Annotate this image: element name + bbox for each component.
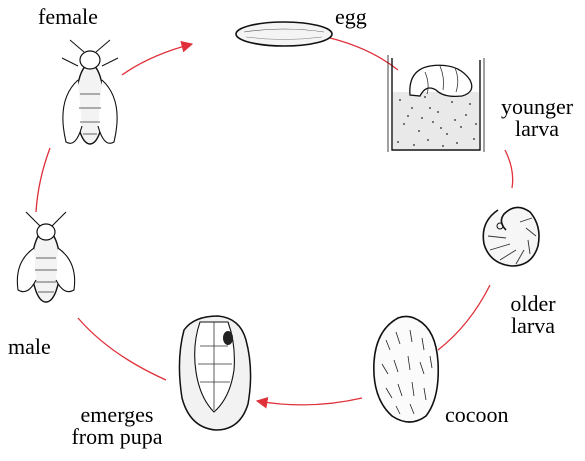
label-male: male: [8, 336, 51, 358]
cocoon-illustration: [374, 316, 438, 422]
female-illustration: [62, 40, 118, 144]
male-illustration: [17, 212, 74, 302]
cycle-arc-male-to-female: [36, 148, 50, 212]
label-emerges-from-pupa: emergesfrom pupa: [52, 404, 182, 448]
label-older-larva: olderlarva: [488, 293, 578, 337]
label-egg: egg: [335, 6, 367, 28]
egg-illustration: [236, 22, 332, 46]
younger-larva-illustration: [388, 55, 484, 152]
cycle-arc-cocoon-to-emerges: [257, 398, 362, 405]
pupa-illustration: [179, 316, 250, 430]
label-cocoon: cocoon: [445, 404, 509, 426]
label-younger-larva: youngerlarva: [488, 96, 585, 140]
cycle-arc-older-larva-to-cocoon: [438, 285, 490, 350]
cycle-arc-younger-to-older-larva: [505, 150, 513, 188]
label-female: female: [38, 6, 98, 28]
cycle-arc-female-to-egg: [122, 44, 192, 75]
cycle-arc-emerges-to-male: [78, 318, 166, 380]
older-larva-illustration: [483, 207, 539, 266]
